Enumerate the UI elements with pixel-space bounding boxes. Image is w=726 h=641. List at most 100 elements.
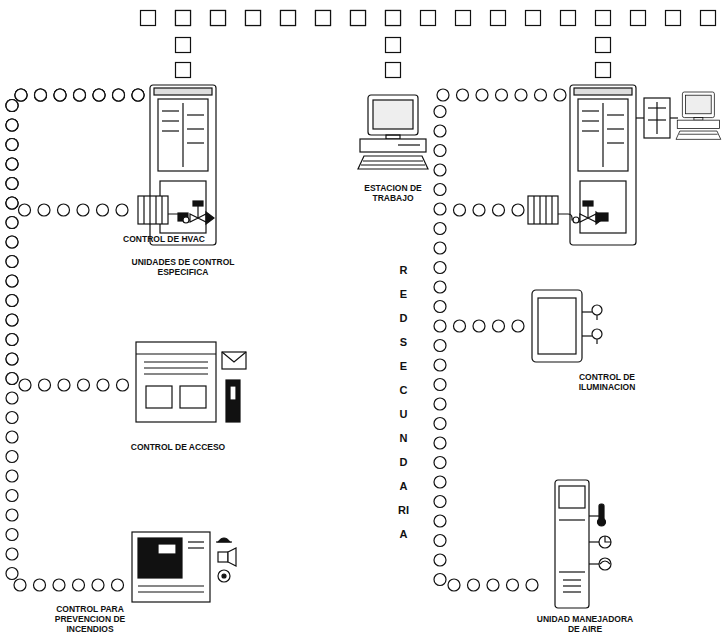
network-ring (6, 275, 18, 287)
network-ring (6, 100, 18, 112)
network-ring (6, 100, 18, 112)
network-ring (434, 554, 446, 566)
network-ring (6, 529, 18, 541)
network-ring (6, 334, 18, 346)
network-ring (434, 379, 446, 391)
network-ring (117, 379, 129, 391)
network-ring (6, 236, 18, 248)
network-ring (6, 314, 18, 326)
network-ring (14, 579, 26, 591)
lighting-controller (596, 339, 597, 344)
hvac-controller (138, 196, 168, 224)
network-square (386, 38, 401, 53)
workstation-icon (679, 134, 717, 135)
network-ring (54, 89, 66, 101)
network-square (491, 11, 506, 26)
network-ring (53, 579, 65, 591)
hvac-controller (583, 201, 593, 206)
device-label: ESTACION DE TRABAJO (361, 183, 425, 203)
network-ring (6, 275, 18, 287)
network-ring (93, 89, 105, 101)
network-ring (6, 178, 18, 190)
controller-tower (582, 120, 599, 121)
hvac-controller (539, 196, 540, 224)
workstation-icon (368, 95, 418, 135)
workstation-icon (358, 95, 428, 169)
hvac-controller (197, 206, 198, 218)
access-control-panel (222, 352, 246, 369)
network-ring (58, 379, 70, 391)
network-ring (434, 574, 446, 586)
controller-tower (607, 142, 624, 143)
air-handling-unit (589, 541, 599, 542)
air-handling-unit (555, 480, 589, 608)
network-square (386, 63, 401, 78)
workstation-icon (676, 131, 721, 139)
network-ring (434, 476, 446, 488)
hvac-controller (588, 214, 596, 222)
network-ring (6, 509, 18, 521)
hvac-controller (551, 196, 552, 224)
network-ring (434, 203, 446, 215)
hvac-controller (528, 196, 558, 224)
air-handling-unit (605, 536, 611, 542)
controller-tower (570, 85, 636, 245)
network-ring (6, 158, 18, 170)
network-ring (15, 89, 27, 101)
network-ring (434, 535, 446, 547)
hvac-controller (143, 196, 144, 224)
network-ring (434, 515, 446, 527)
device-label: CONTROL DE ACCESO (118, 442, 238, 452)
air-handling-unit (563, 591, 581, 592)
workstation-icon (677, 120, 719, 128)
access-control-panel (136, 353, 216, 354)
network-ring (6, 139, 18, 151)
primary-network-bus (141, 11, 716, 26)
fire-control-panel (138, 585, 204, 586)
network-ring (78, 379, 90, 391)
interface-panel (648, 119, 666, 120)
network-ring (437, 89, 449, 101)
fire-control-panel (132, 532, 236, 602)
network-ring (54, 89, 66, 101)
network-square (596, 11, 611, 26)
network-ring (97, 204, 109, 216)
link-path (12, 95, 150, 210)
device-label: CONTROL PARA PREVENCION DE INCENDIOS (44, 604, 136, 634)
network-ring (496, 89, 508, 101)
access-control-panel (230, 386, 236, 400)
network-ring (6, 568, 18, 580)
network-square (246, 11, 261, 26)
controller-tower (570, 85, 636, 245)
network-ring (434, 125, 446, 137)
primary-network-drop (596, 63, 611, 78)
access-control-panel (144, 361, 208, 362)
device-node: CONTROL DE HVAC (138, 192, 216, 228)
network-ring (6, 178, 18, 190)
network-square (211, 11, 226, 26)
network-ring (434, 223, 446, 235)
network-ring (35, 89, 47, 101)
network-square (176, 38, 191, 53)
network-ring (6, 373, 18, 385)
network-square (316, 11, 331, 26)
network-ring (97, 379, 109, 391)
network-ring (113, 89, 125, 101)
controller-tower (154, 88, 212, 95)
controller-tower (602, 103, 603, 167)
air-handling-unit (559, 486, 585, 508)
network-ring (457, 89, 469, 101)
controller-tower (582, 130, 599, 131)
network-ring (6, 217, 18, 229)
network-square (386, 11, 401, 26)
network-ring (19, 204, 31, 216)
fire-control-panel (138, 538, 182, 578)
network-square (246, 11, 261, 26)
workstation-icon (373, 100, 413, 129)
hvac-controller (533, 196, 534, 224)
network-ring (74, 89, 86, 101)
hvac-controller (193, 201, 203, 206)
network-ring (74, 89, 86, 101)
device-node: CONTROL PARA PREVENCION DE INCENDIOS (132, 532, 238, 602)
